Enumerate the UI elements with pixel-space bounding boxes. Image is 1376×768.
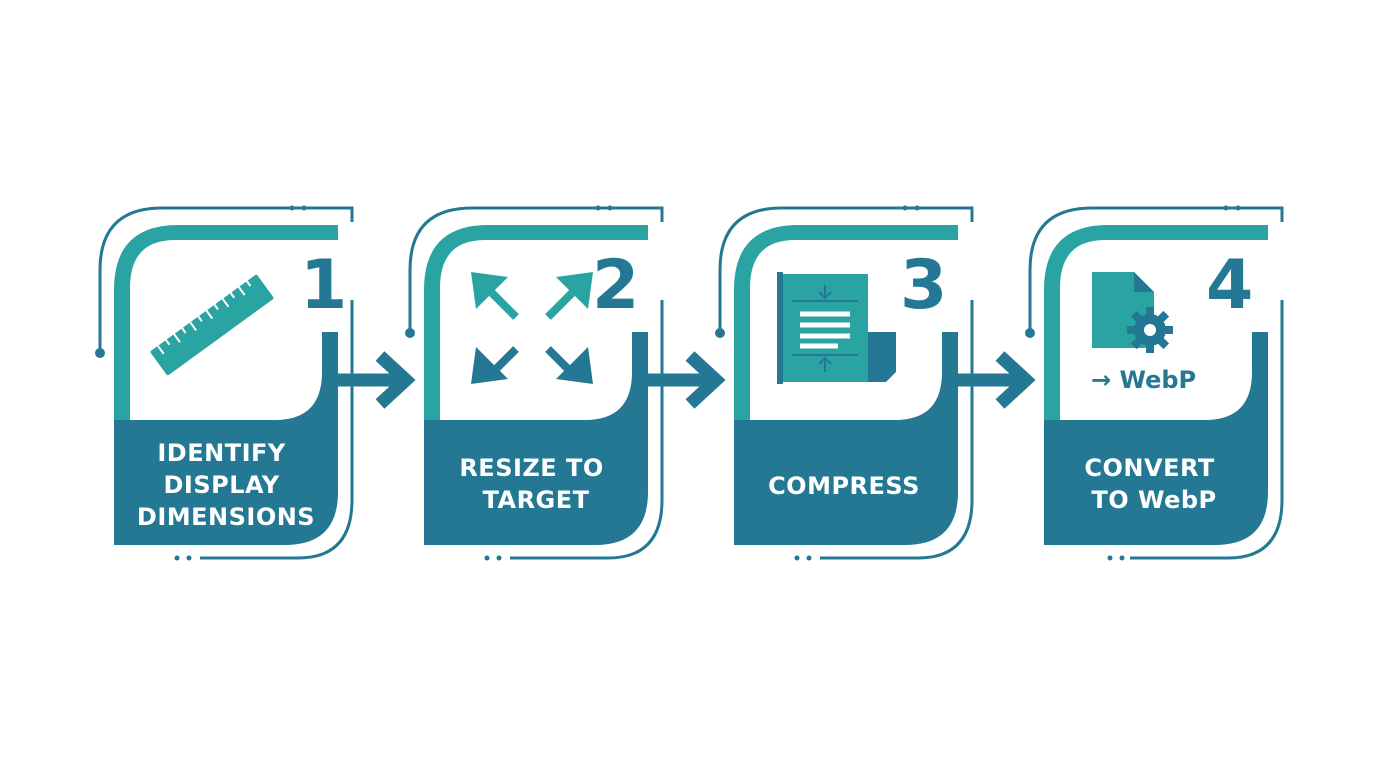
- step-label-line: COMPRESS: [768, 472, 920, 500]
- step-number: 2: [592, 246, 639, 325]
- frame-dot: [1025, 328, 1035, 338]
- step-number: 3: [900, 246, 947, 325]
- card-frame-outline: [820, 300, 974, 560]
- card-frame-outline: [408, 206, 664, 335]
- resize-arrows-icon: [471, 272, 593, 384]
- card-frame-outline: [510, 300, 664, 560]
- step-card-3: 3 COMPRESS: [715, 205, 974, 561]
- frame-dot: [1107, 555, 1113, 561]
- frame-dot: [1223, 205, 1229, 211]
- card-top-panel: [734, 225, 958, 420]
- frame-dot: [902, 205, 908, 211]
- step-label-line: CONVERT: [1084, 454, 1214, 482]
- step-card-2: 2 RESIZE TO TARGET: [405, 205, 664, 561]
- frame-dot: [1235, 205, 1241, 211]
- card-frame-outline: [200, 300, 354, 560]
- compress-document-icon: [777, 272, 896, 384]
- step-label-line: IDENTIFY: [157, 439, 286, 467]
- frame-dot: [186, 555, 192, 561]
- step-label-line: RESIZE TO: [459, 454, 604, 482]
- card-top-panel: [114, 225, 338, 420]
- frame-dot: [607, 205, 613, 211]
- frame-dot: [496, 555, 502, 561]
- card-bottom-panel: [734, 332, 958, 545]
- frame-dot: [1119, 555, 1125, 561]
- frame-dot: [794, 555, 800, 561]
- step-label-line: TO WebP: [1091, 486, 1216, 514]
- webp-caption: → WebP: [1091, 366, 1196, 394]
- card-top-panel: [424, 225, 648, 420]
- card-bottom-panel: [424, 332, 648, 545]
- frame-dot: [405, 328, 415, 338]
- frame-dot: [95, 348, 105, 358]
- step-card-4: → WebP 4 CONVERT TO WebP: [1025, 205, 1284, 561]
- step-card-1: 1 IDENTIFY DISPLAY DIMENSIONS: [95, 205, 354, 561]
- card-bottom-panel: [1044, 332, 1268, 545]
- card-bottom-panel: [114, 332, 338, 545]
- step-label: CONVERT TO WebP: [1084, 454, 1223, 514]
- file-gear-icon: [1092, 272, 1173, 353]
- step-label-line: DIMENSIONS: [137, 503, 315, 531]
- card-frame-outline: [718, 206, 974, 335]
- card-frame-outline: [1028, 206, 1284, 335]
- arrow-right-icon: [648, 351, 726, 409]
- step-label: COMPRESS: [768, 472, 920, 500]
- ruler-icon: [150, 274, 274, 376]
- step-label-line: TARGET: [482, 486, 589, 514]
- frame-dot: [301, 205, 307, 211]
- step-label: IDENTIFY DISPLAY DIMENSIONS: [137, 439, 315, 531]
- frame-dot: [914, 205, 920, 211]
- step-label-line: DISPLAY: [163, 471, 279, 499]
- card-top-panel: [1044, 225, 1268, 420]
- step-number: 4: [1206, 246, 1253, 325]
- frame-dot: [174, 555, 180, 561]
- arrow-right-icon: [338, 351, 416, 409]
- card-top-panel: [114, 300, 130, 420]
- frame-dot: [806, 555, 812, 561]
- card-frame-outline: [98, 206, 354, 355]
- card-frame-outline: [1130, 300, 1284, 560]
- step-label: RESIZE TO TARGET: [459, 454, 612, 514]
- frame-dot: [289, 205, 295, 211]
- gear-icon: [1127, 307, 1173, 353]
- arrow-right-icon: [958, 351, 1036, 409]
- step-number: 1: [300, 246, 347, 325]
- frame-dot: [484, 555, 490, 561]
- frame-dot: [715, 328, 725, 338]
- frame-dot: [595, 205, 601, 211]
